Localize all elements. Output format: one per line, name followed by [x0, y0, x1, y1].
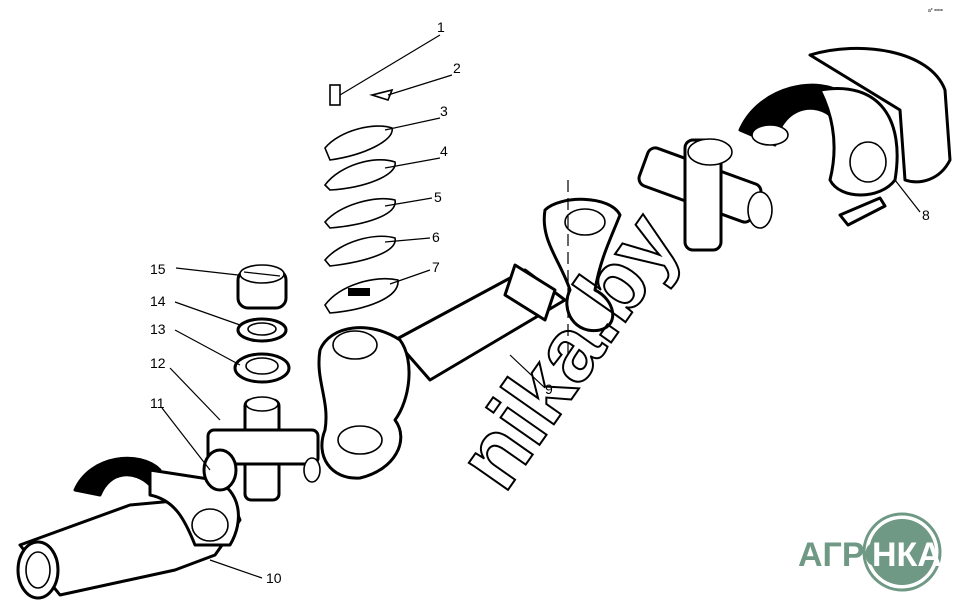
- callout-3: 3: [440, 103, 448, 119]
- part-cross-right: [637, 138, 773, 252]
- callout-14: 14: [150, 293, 166, 309]
- callout-2: 2: [453, 60, 461, 76]
- callout-15: 15: [150, 261, 166, 277]
- callout-12: 12: [150, 355, 166, 371]
- part-8-flange-yoke: [738, 46, 952, 227]
- part-10-sliding-yoke: [16, 456, 242, 600]
- part-11-seal: [202, 448, 238, 492]
- leader-lines: [161, 34, 921, 579]
- corner-mark: a* ===: [928, 8, 943, 14]
- callout-10: 10: [266, 570, 282, 586]
- callout-8: 8: [922, 207, 930, 223]
- part-12-cross: [206, 396, 321, 502]
- callout-5: 5: [434, 189, 442, 205]
- logo-right-text: НКА: [872, 536, 942, 574]
- part-9-shaft: [317, 180, 622, 480]
- callout-11: 11: [150, 395, 165, 411]
- callout-4: 4: [440, 143, 448, 159]
- part-14-washer: [236, 317, 288, 343]
- agronika-logo: АГРО НКА: [798, 512, 942, 592]
- parts-1-7-locking-plates: [323, 84, 399, 314]
- logo-left-text: АГРО: [798, 536, 891, 574]
- part-15-cap: [236, 264, 288, 310]
- callout-9: 9: [545, 381, 553, 397]
- callout-7: 7: [432, 259, 440, 275]
- part-13-bearing: [233, 352, 291, 384]
- callout-6: 6: [432, 229, 440, 245]
- callout-13: 13: [150, 321, 166, 337]
- callout-1: 1: [437, 19, 445, 35]
